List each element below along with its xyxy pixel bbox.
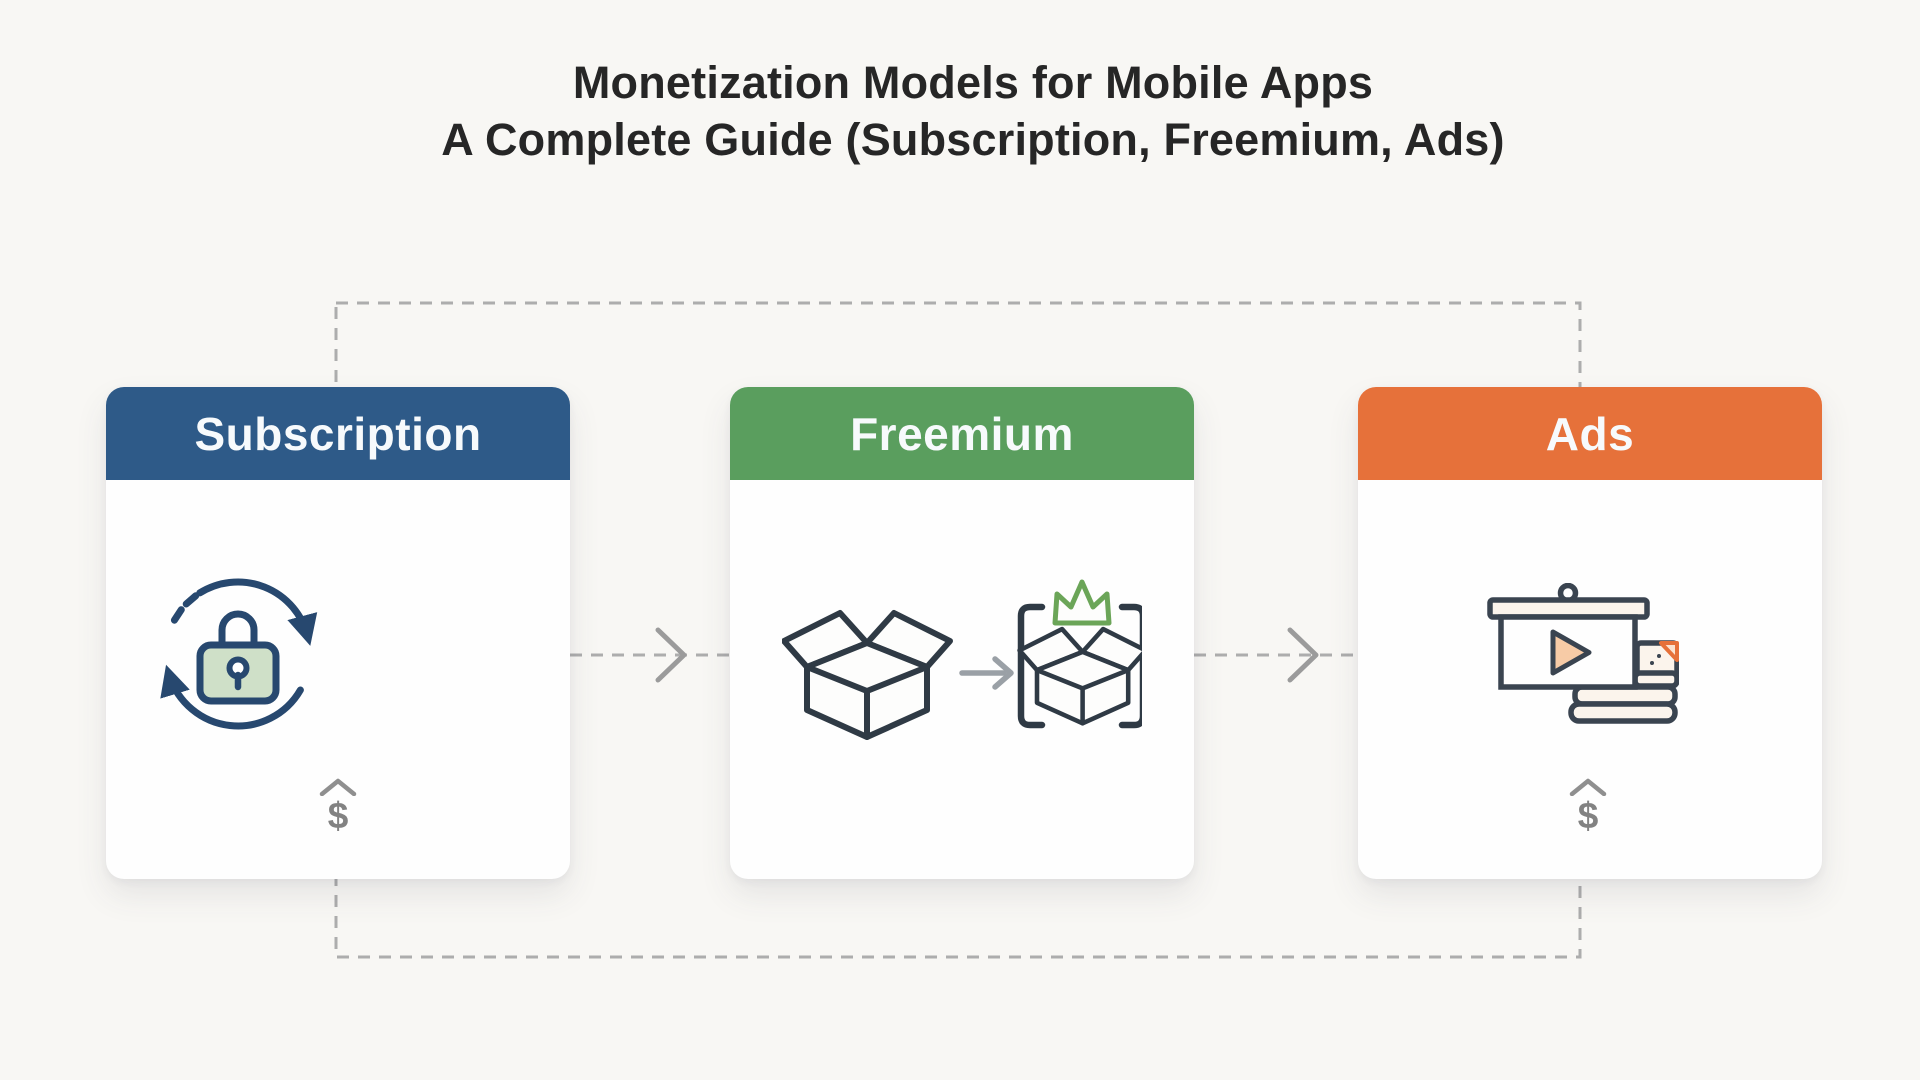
- card-subscription: Subscription $: [106, 387, 570, 879]
- chevron-up-icon: [1569, 778, 1607, 796]
- dollar-sign: $: [1577, 795, 1599, 836]
- title-line-2: A Complete Guide (Subscription, Freemium…: [441, 114, 1505, 166]
- card-subscription-label: Subscription: [194, 407, 482, 460]
- dollar-sign: $: [327, 795, 349, 836]
- free-box-to-premium-box-icon: [782, 579, 1142, 775]
- card-ads-header: Ads: [1358, 387, 1822, 480]
- card-subscription-header: Subscription: [106, 387, 570, 480]
- recurring-subscription-lock-icon: [160, 578, 318, 730]
- page-title: Monetization Models for Mobile Apps A Co…: [0, 54, 1920, 168]
- ad-revenue-indicator: $: [1548, 778, 1628, 834]
- card-freemium-label: Freemium: [850, 407, 1074, 460]
- card-freemium: Freemium: [730, 387, 1194, 879]
- chevron-up-icon: [319, 778, 357, 796]
- video-ad-with-money-icon: [1487, 583, 1679, 724]
- arrow-right-icon: [1287, 627, 1319, 683]
- title-line-1: Monetization Models for Mobile Apps: [572, 57, 1374, 108]
- card-freemium-header: Freemium: [730, 387, 1194, 480]
- recurring-revenue-indicator: $: [298, 778, 378, 834]
- card-ads: Ads $: [1358, 387, 1822, 879]
- card-ads-label: Ads: [1545, 407, 1635, 460]
- arrow-right-icon: [655, 627, 687, 683]
